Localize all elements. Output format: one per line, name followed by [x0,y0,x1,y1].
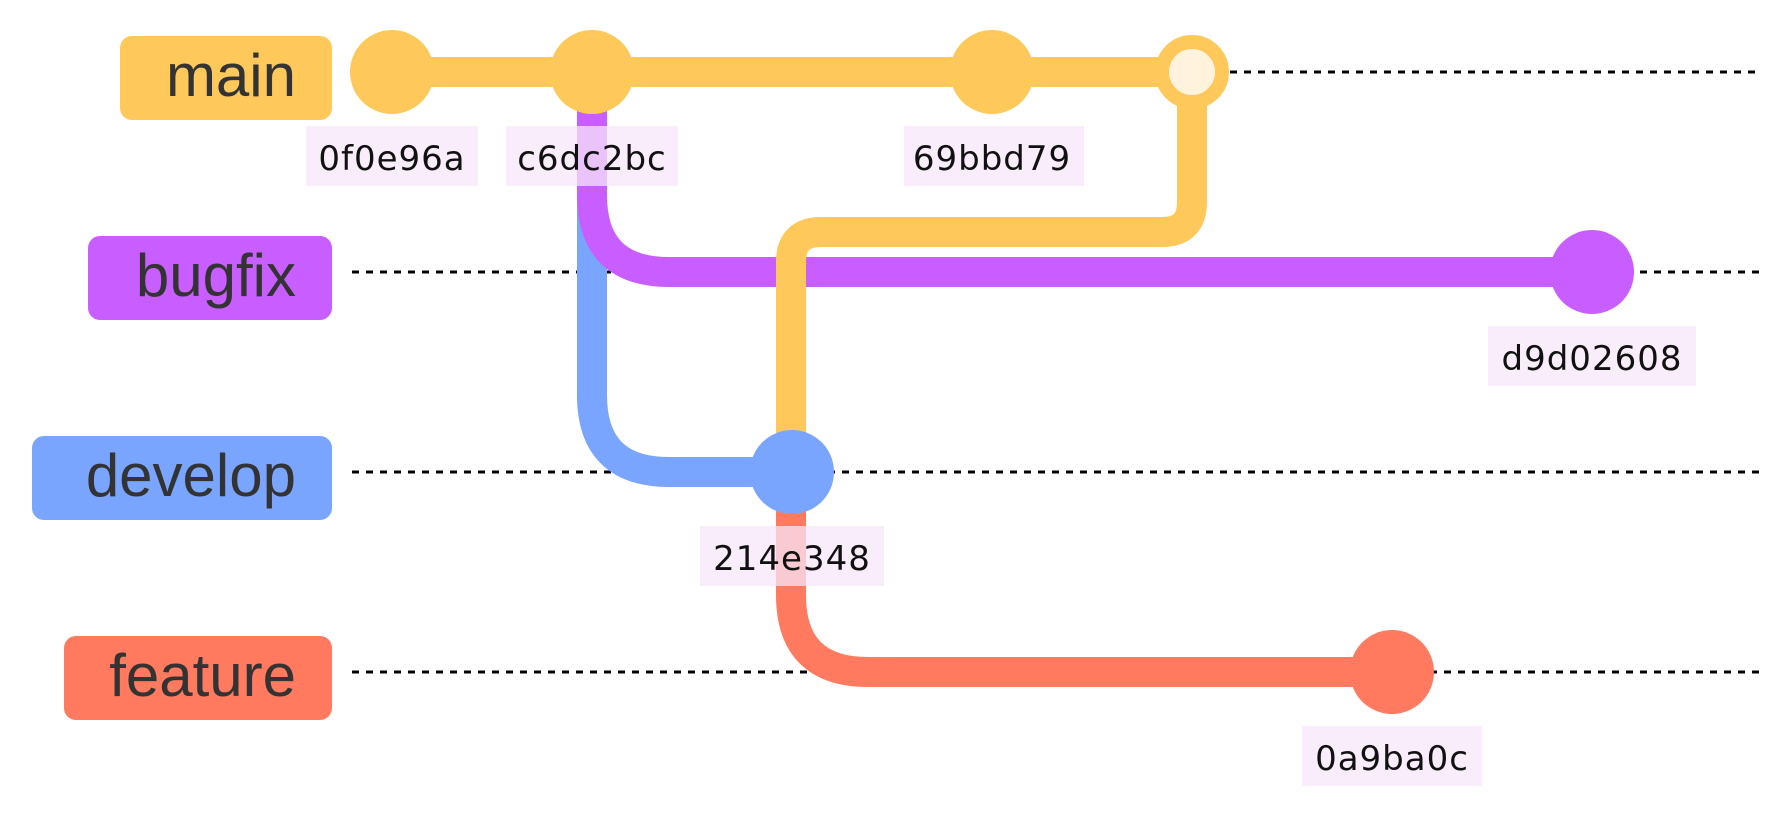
branch-paths [392,57,1592,687]
commit-label-bg [306,126,478,186]
commit-label-69bbd79: 69bbd79 [913,139,1071,179]
commit-nodes [350,30,1634,714]
commit-label-bg [506,126,678,186]
branch-label-feature-bg[interactable] [64,636,332,720]
develop-branch-path [577,110,790,487]
commit-label-214e348: 214e348 [713,539,871,579]
bugfix-branch-path [577,72,1592,287]
commit-node-d9d02608[interactable] [1550,230,1634,314]
commit-node-0a9ba0c[interactable] [1350,630,1434,714]
commit-label-0a9ba0c: 0a9ba0c [1315,739,1469,779]
commit-labels: 0f0e96a c6dc2bc 69bbd79 d9d02608 214e348… [306,126,1696,786]
commit-node-c6dc2bc[interactable] [550,30,634,114]
branch-label-develop: develop [86,442,296,509]
commit-node-214e348[interactable] [750,430,834,514]
branch-label-develop-bg[interactable] [32,436,332,520]
branch-label-main: main [166,42,296,109]
branch-label-main-bg[interactable] [120,36,332,120]
commit-label-c6dc2bc: c6dc2bc [517,139,667,179]
commit-label-bg [1302,726,1482,786]
merge-commit-node[interactable] [1155,35,1229,109]
commit-label-d9d02608: d9d02608 [1502,339,1683,379]
main-merge-path [776,72,1207,472]
commit-node-0f0e96a[interactable] [350,30,434,114]
feature-branch-path [776,472,1392,687]
commit-node-69bbd79[interactable] [950,30,1034,114]
commit-label-bg [904,126,1084,186]
branch-labels: main bugfix develop feature [32,36,332,720]
commit-label-0f0e96a: 0f0e96a [318,139,465,179]
commit-label-bg [700,526,884,586]
branch-label-bugfix-bg[interactable] [88,236,332,320]
branch-label-bugfix: bugfix [136,242,296,309]
commit-label-bg [1488,326,1696,386]
branch-label-feature: feature [109,642,296,709]
